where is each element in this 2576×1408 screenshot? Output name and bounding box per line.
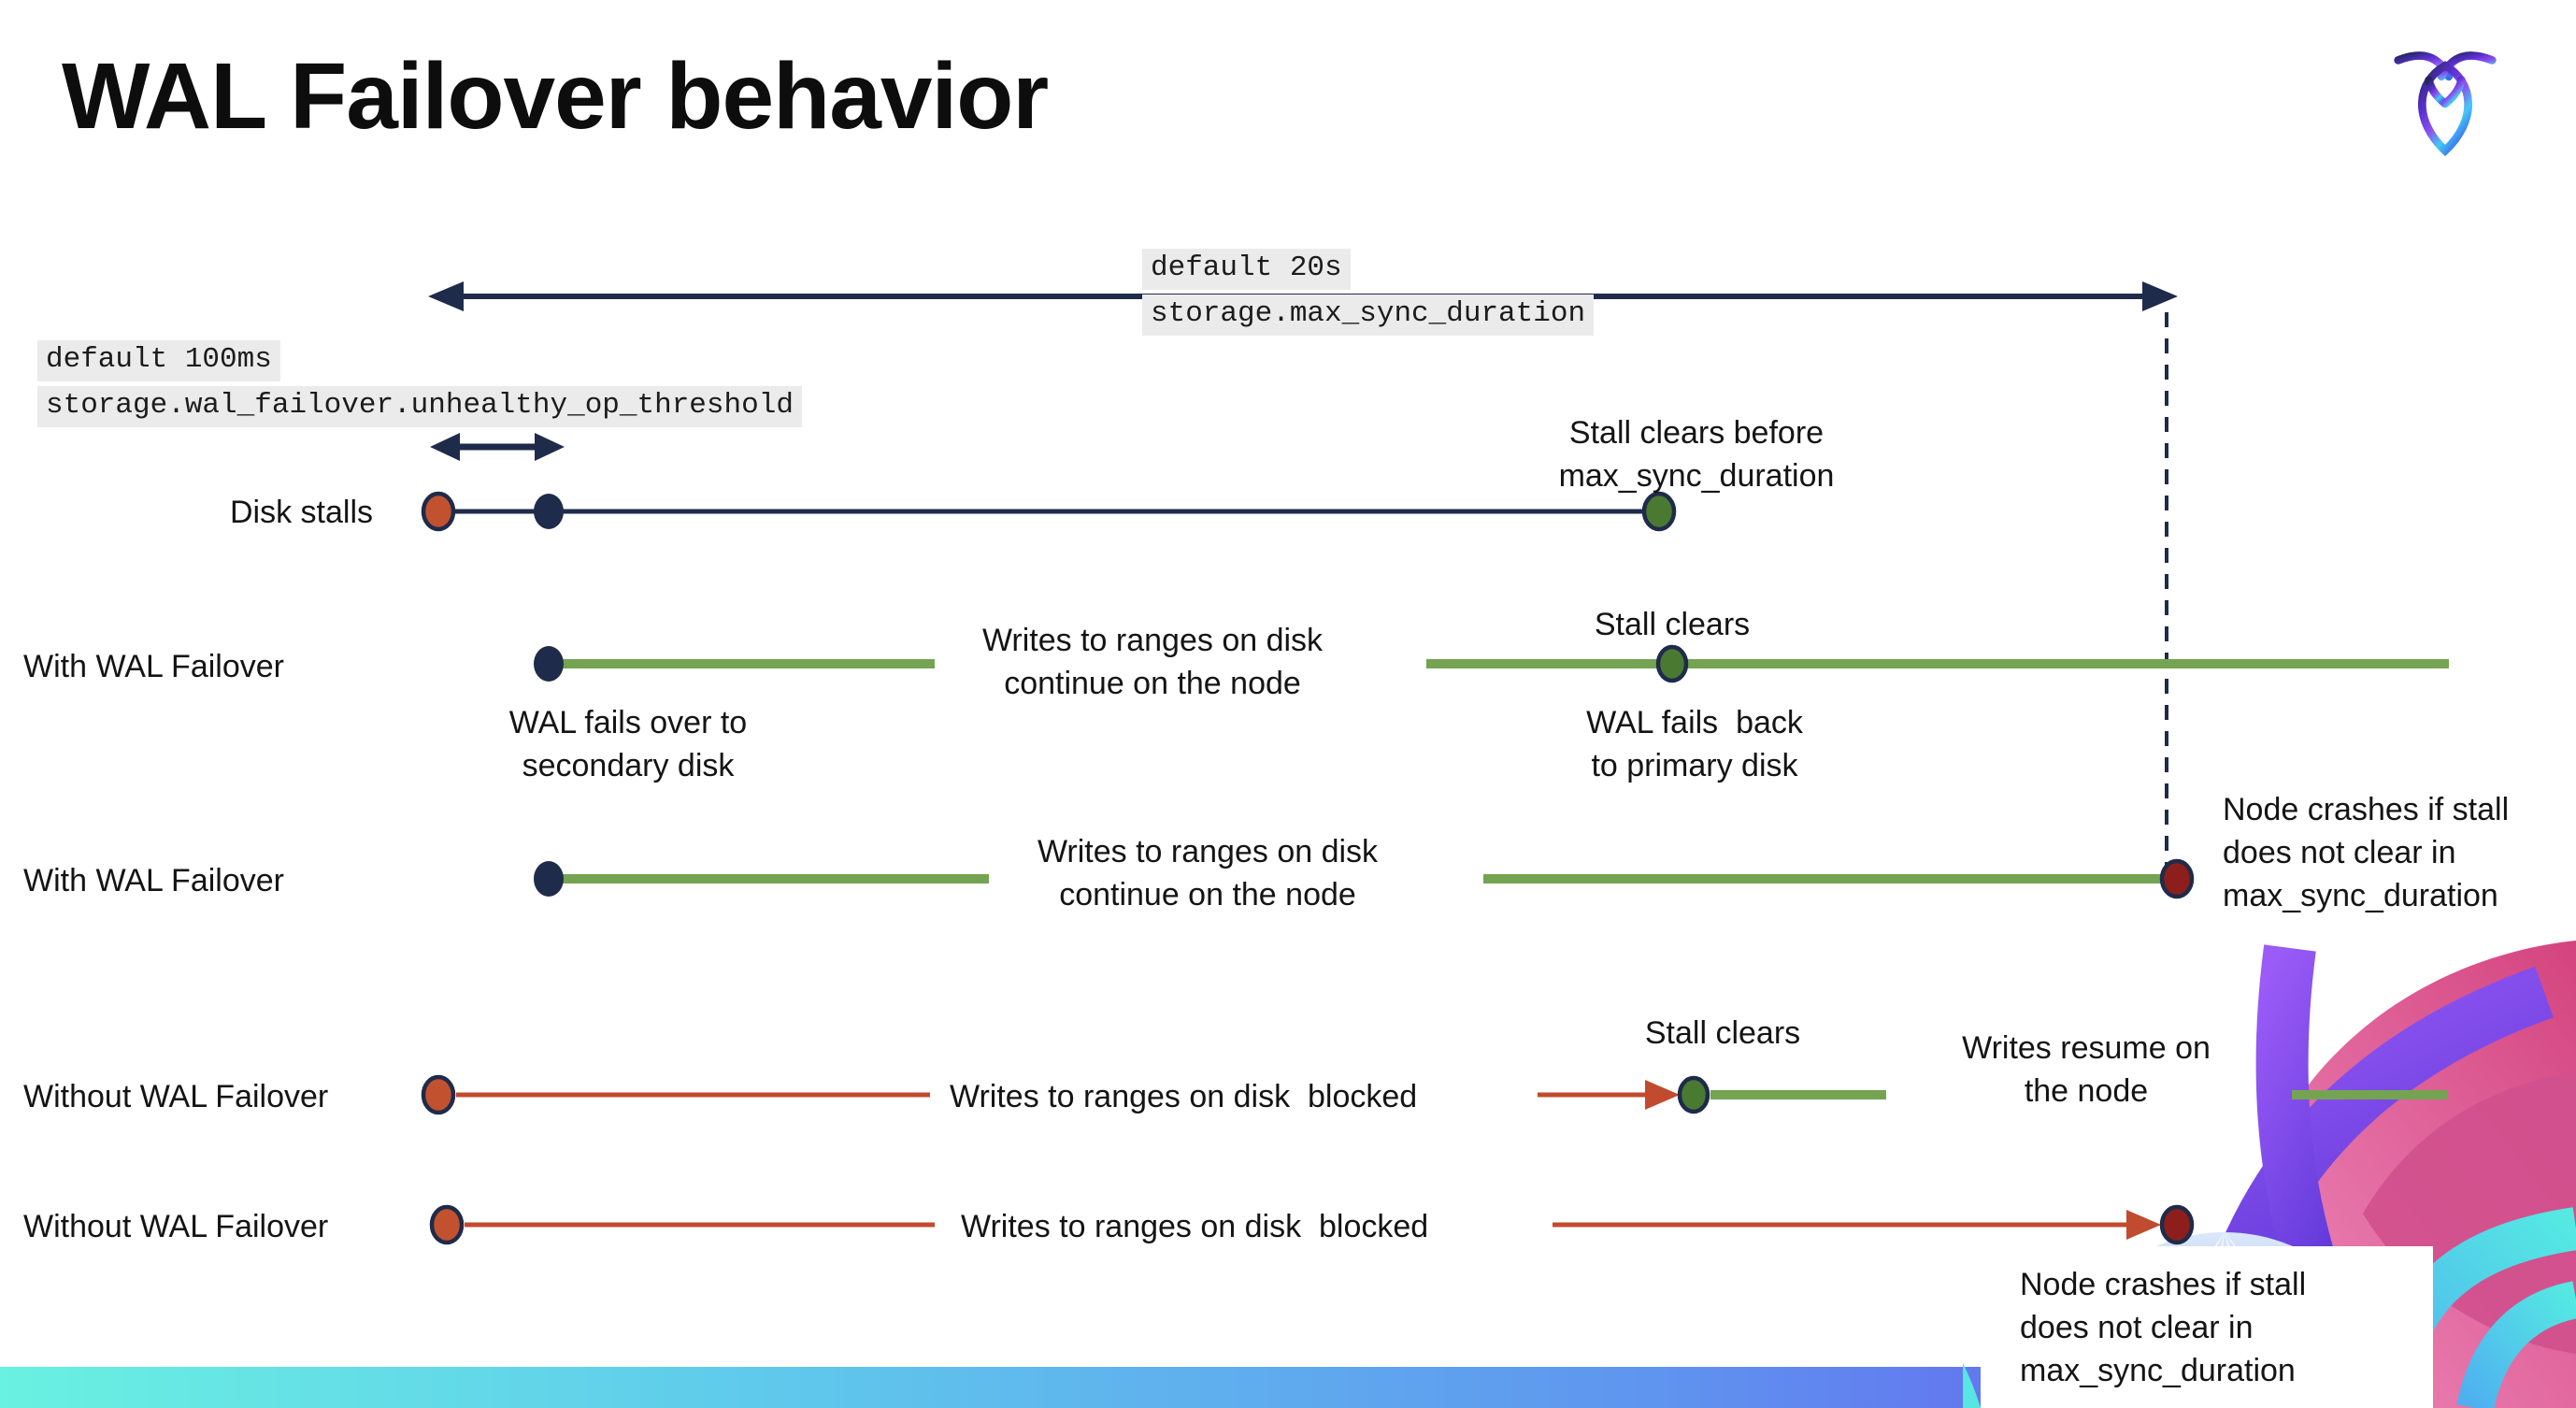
cockroachdb-logo-icon — [2394, 51, 2497, 157]
disk-stall-dot — [421, 1074, 456, 1115]
setting-label-max-sync-duration: default 20s storage.max_sync_duration — [1142, 249, 1595, 336]
arrowhead-left-icon — [430, 433, 460, 461]
note-stall-clears: Stall clears — [1644, 1015, 1801, 1051]
row-label-with-wal-failover: With WAL Failover — [23, 649, 284, 684]
row-label-with-wal-failover: With WAL Failover — [23, 863, 284, 898]
failover-dot — [534, 646, 564, 682]
row-label-disk-stalls: Disk stalls — [230, 495, 374, 530]
timeline-with-failover-clears — [534, 644, 2449, 683]
arrowhead-right-icon — [2126, 1210, 2161, 1240]
note-writes-resume: Writes resume on the node — [1962, 1030, 2211, 1109]
note-writes-blocked: Writes to ranges on disk blocked — [950, 1079, 1418, 1114]
disk-stall-dot — [421, 491, 456, 532]
stall-clear-dot — [1641, 491, 1677, 532]
note-writes-blocked: Writes to ranges on disk blocked — [961, 1209, 1429, 1244]
setting-default-value: default 100ms — [37, 340, 280, 381]
note-stall-clears: Stall clears — [1594, 607, 1751, 642]
setting-name: storage.wal_failover.unhealthy_op_thresh… — [37, 386, 802, 427]
arrowhead-right-icon — [535, 433, 565, 461]
arrowhead-left-icon — [428, 281, 464, 311]
stall-clear-dot — [1655, 644, 1689, 683]
stall-clear-dot — [1677, 1075, 1710, 1114]
unhealthy-op-threshold-arrow — [430, 433, 565, 461]
row-label-without-wal-failover: Without WAL Failover — [23, 1079, 329, 1114]
crash-dot — [2159, 1204, 2195, 1245]
note-wal-fails-over: WAL fails over to secondary disk — [508, 705, 748, 783]
setting-name: storage.max_sync_duration — [1142, 295, 1595, 336]
note-node-crashes: Node crashes if stall does not clear in … — [2223, 792, 2510, 913]
crash-dot — [2159, 858, 2195, 899]
note-wal-fails-back: WAL fails back to primary disk — [1586, 705, 1803, 783]
failover-dot — [534, 861, 564, 897]
note-stall-clears-before: Stall clears before max_sync_duration — [1558, 415, 1835, 494]
timeline-with-failover-crash — [534, 858, 2195, 899]
note-node-crashes: Node crashes if stall does not clear in … — [2020, 1267, 2307, 1388]
note-writes-continue: Writes to ranges on disk continue on the… — [981, 623, 1324, 701]
page-title: WAL Failover behavior — [62, 44, 1049, 149]
note-writes-continue: Writes to ranges on disk continue on the… — [1037, 834, 1379, 912]
timeline-without-failover-crash — [429, 1204, 2195, 1245]
disk-stall-dot — [429, 1204, 465, 1245]
timeline-without-failover-clears — [421, 1074, 2448, 1115]
timeline-disk-stalls — [421, 491, 1677, 532]
crash-note-box: Node crashes if stall does not clear in … — [1981, 1246, 2433, 1408]
arrowhead-right-icon — [1645, 1080, 1680, 1110]
failover-trigger-dot — [534, 494, 564, 529]
row-label-without-wal-failover: Without WAL Failover — [23, 1209, 329, 1244]
arrowhead-right-icon — [2142, 281, 2178, 311]
setting-label-unhealthy-op-threshold: default 100ms storage.wal_failover.unhea… — [37, 340, 802, 427]
setting-default-value: default 20s — [1142, 249, 1351, 290]
